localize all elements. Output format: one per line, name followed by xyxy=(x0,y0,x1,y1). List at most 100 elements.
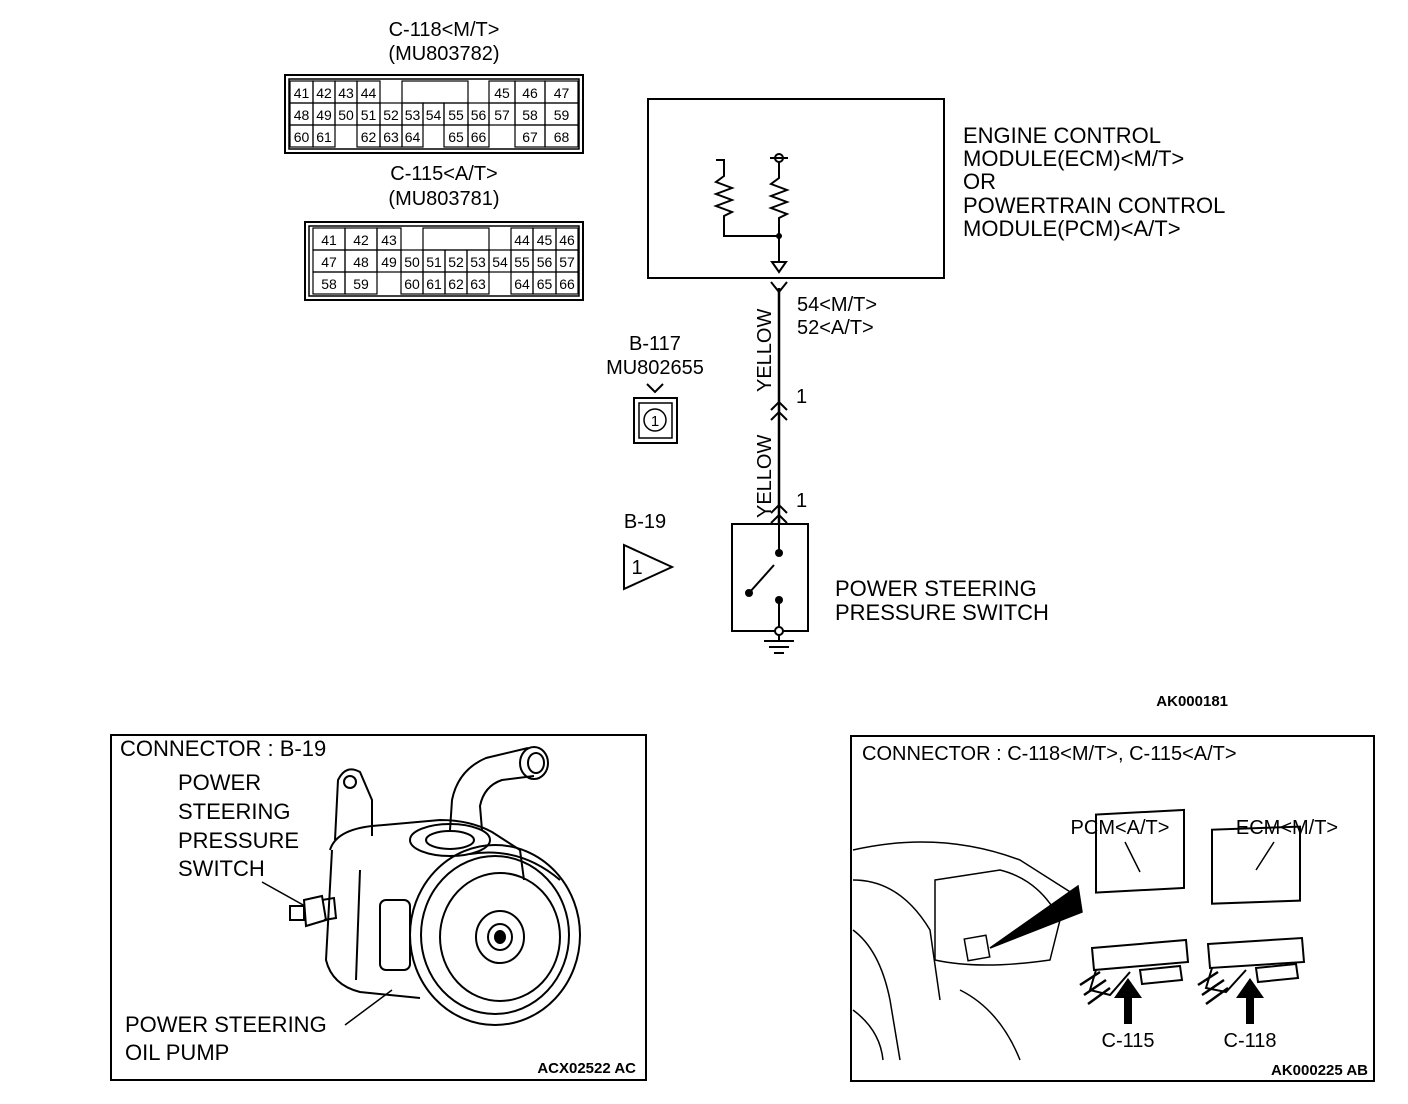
pin-label: 47 xyxy=(554,85,570,101)
pin-label: 41 xyxy=(321,232,337,248)
resistor-right-icon xyxy=(768,162,790,262)
pin-label: 60 xyxy=(294,129,310,145)
pin-label: 55 xyxy=(448,107,464,123)
pin-label: 57 xyxy=(559,254,575,270)
switch-label-1: POWER xyxy=(178,770,261,795)
switch-label-line1: POWER STEERING xyxy=(835,576,1037,601)
switch-label-2: STEERING xyxy=(178,799,290,824)
switch-label-4: SWITCH xyxy=(178,856,265,881)
pin-label: 49 xyxy=(316,107,332,123)
pin-label: 63 xyxy=(470,276,486,292)
pin-cell xyxy=(312,124,336,148)
panel-right-title: CONNECTOR : C-118<M/T>, C-115<A/T> xyxy=(862,743,1237,765)
pin-label: 65 xyxy=(537,276,553,292)
pin-label: 53 xyxy=(470,254,486,270)
pin-label: 46 xyxy=(522,85,538,101)
switch-label-3: PRESSURE xyxy=(178,828,299,853)
pin-label: 62 xyxy=(448,276,464,292)
pin-label: 50 xyxy=(338,107,354,123)
b19-pin: 1 xyxy=(631,557,642,579)
pin-cell xyxy=(344,271,378,295)
pin-label: 57 xyxy=(494,107,510,123)
pin-label: 58 xyxy=(321,276,337,292)
ground-icon xyxy=(764,640,794,654)
pump-illustration-icon xyxy=(289,746,581,1026)
wire-color-lower: YELLOW xyxy=(754,435,776,518)
ecm-label-line4: POWERTRAIN CONTROL xyxy=(963,193,1225,218)
pin-label: 52 xyxy=(448,254,464,270)
pin-label: 45 xyxy=(494,85,510,101)
b117-pin-icon xyxy=(643,408,667,432)
panel-pump: CONNECTOR : B-19 POWER STEERING PRESSURE… xyxy=(110,734,647,1081)
pump-label-2: OIL PUMP xyxy=(125,1040,229,1065)
figure-code-top: AK000181 xyxy=(1156,693,1228,710)
pin-label: 51 xyxy=(361,107,377,123)
b117-part-number: MU802655 xyxy=(606,357,704,379)
terminal-at: 52<A/T> xyxy=(797,317,874,339)
pin-label: 44 xyxy=(361,85,377,101)
pin-label: 54 xyxy=(426,107,442,123)
c115-title: C-115<A/T> xyxy=(390,163,497,185)
pin-label: 61 xyxy=(316,129,332,145)
pin-label: 51 xyxy=(426,254,442,270)
signal-wire: YELLOW YELLOW 54<M/T> 52<A/T> 1 1 xyxy=(754,281,877,524)
pin-label: 53 xyxy=(405,107,421,123)
signal-arrow-icon xyxy=(770,261,788,274)
pcm-unit-icon xyxy=(1079,808,1190,1006)
c115-part-number: (MU803781) xyxy=(388,188,499,210)
pin-label: 46 xyxy=(559,232,575,248)
b19-id: B-19 xyxy=(624,511,666,533)
b19-triangle-icon xyxy=(623,543,675,591)
connector-b19: B-19 1 xyxy=(623,511,675,591)
pin-label: 56 xyxy=(471,107,487,123)
b117-pin: 1 xyxy=(651,413,659,430)
switch-contact-icon xyxy=(748,564,775,594)
panel-right-code: AK000225 AB xyxy=(1271,1062,1368,1079)
pin-label: 64 xyxy=(514,276,530,292)
pin-label: 52 xyxy=(383,107,399,123)
pin-label: 49 xyxy=(381,254,397,270)
arrow-c118-icon xyxy=(1236,978,1264,1024)
pin-label: 47 xyxy=(321,254,337,270)
pin-label: 66 xyxy=(471,129,487,145)
pin-label: 41 xyxy=(294,85,310,101)
c118-location-label: C-118 xyxy=(1224,1030,1277,1052)
pin-cell xyxy=(401,124,424,148)
pin-cell xyxy=(555,271,579,295)
pin-label: 59 xyxy=(353,276,369,292)
c118-title: C-118<M/T> xyxy=(389,19,500,41)
pin-label: 48 xyxy=(294,107,310,123)
connector-b117: B-117 MU802655 1 xyxy=(606,333,704,444)
ecm-label-line2: MODULE(ECM)<M/T> xyxy=(963,146,1184,171)
pcm-label: PCM<A/T> xyxy=(1071,817,1170,839)
c118-part-number: (MU803782) xyxy=(388,43,499,65)
pin-label: 64 xyxy=(405,129,421,145)
pin-label: 48 xyxy=(353,254,369,270)
pin-label: 61 xyxy=(426,276,442,292)
pin-cell xyxy=(544,124,579,148)
pin-label: 63 xyxy=(383,129,399,145)
ecm-module: ENGINE CONTROL MODULE(ECM)<M/T> OR POWER… xyxy=(647,98,1225,279)
pin-label: 54 xyxy=(492,254,508,270)
pin-label: 68 xyxy=(554,129,570,145)
pin-label: 42 xyxy=(353,232,369,248)
panel-ecm-location: CONNECTOR : C-118<M/T>, C-115<A/T> PCM<A… xyxy=(850,735,1375,1082)
pump-label-1: POWER STEERING xyxy=(125,1012,327,1037)
pressure-switch: POWER STEERING PRESSURE SWITCH xyxy=(731,523,1049,654)
pin-cell xyxy=(466,271,490,295)
pin-label: 66 xyxy=(559,276,575,292)
pin-label: 67 xyxy=(522,129,538,145)
b117-id: B-117 xyxy=(629,333,681,355)
pin-label: 65 xyxy=(448,129,464,145)
pin-label: 60 xyxy=(404,276,420,292)
panel-left-title: CONNECTOR : B-19 xyxy=(120,736,326,761)
pin-label: 56 xyxy=(537,254,553,270)
ecm-label-line3: OR xyxy=(963,169,996,194)
pin-label: 58 xyxy=(522,107,538,123)
pin-label: 62 xyxy=(361,129,377,145)
ecm-label-line5: MODULE(PCM)<A/T> xyxy=(963,216,1181,241)
